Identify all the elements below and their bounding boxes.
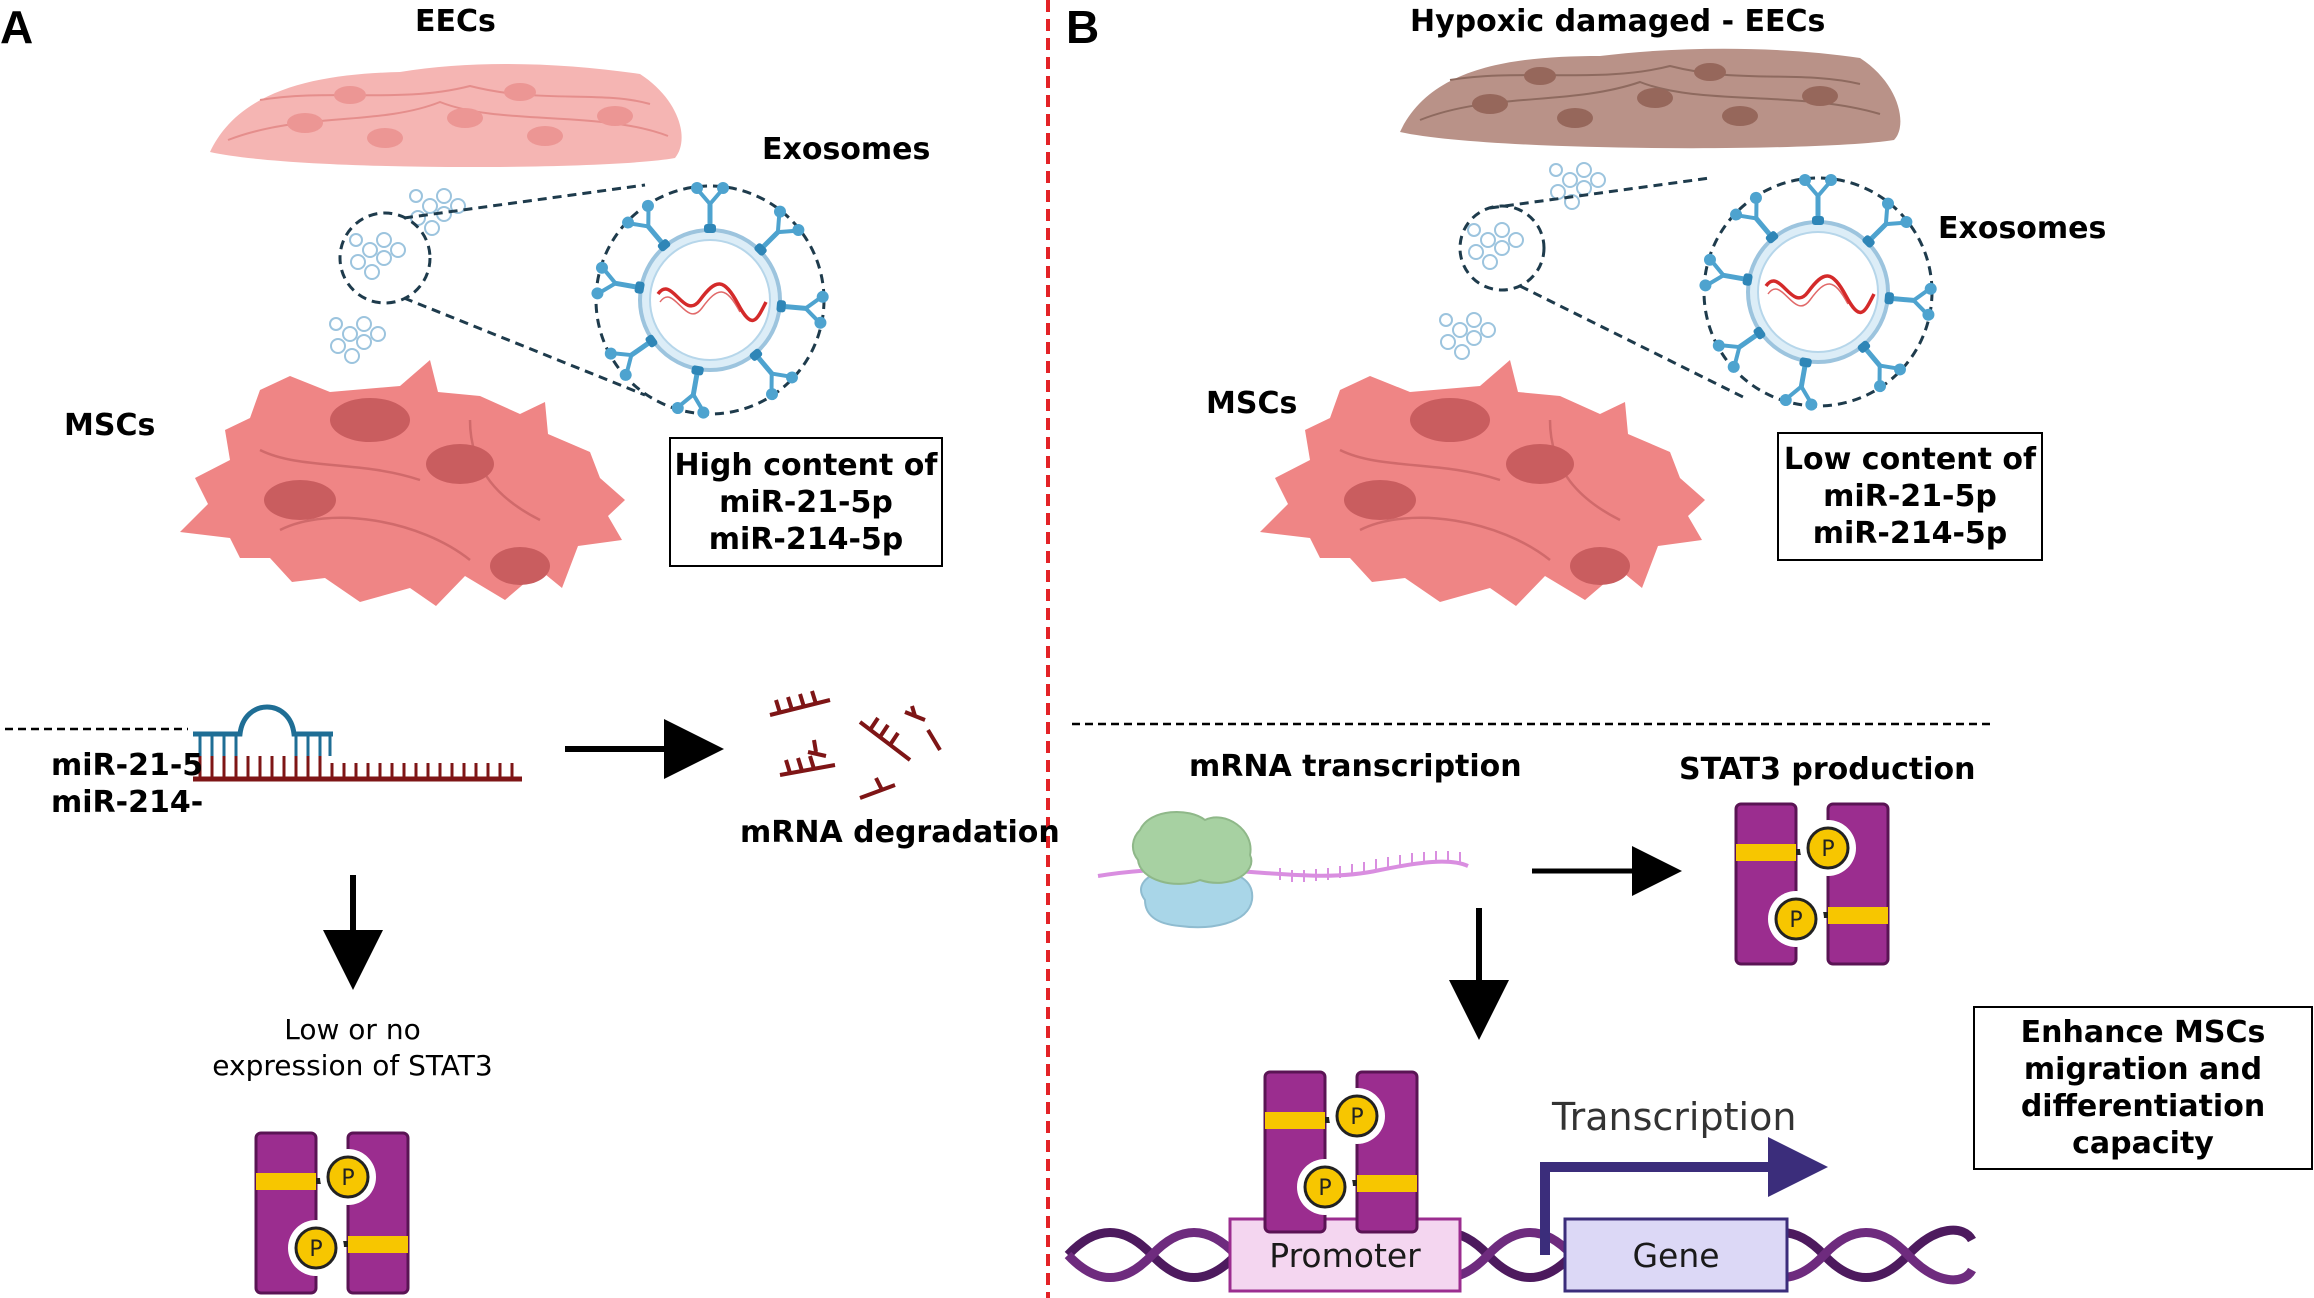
phospho-label: P: [309, 1237, 322, 1262]
low-content-box: Low content of miR-21-5p miR-214-5p: [1777, 432, 2043, 561]
eec-label-a: EECs: [415, 4, 496, 39]
content-line: High content of: [674, 447, 938, 483]
mscs-label-b: MSCs: [1206, 386, 1298, 421]
exosome-source-circle: [338, 211, 432, 305]
exosome-zoom: [590, 182, 829, 420]
mscs-label-a: MSCs: [64, 408, 156, 443]
outcome-line: differentiation: [2020, 1089, 2266, 1124]
gene-region: [1563, 1217, 1789, 1293]
gene-label: Gene: [1632, 1235, 1720, 1275]
high-content-box: High content of miR-21-5p miR-214-5p: [669, 437, 943, 567]
mirna-label: miR-214-: [51, 785, 204, 820]
phospho-label: P: [341, 1166, 354, 1191]
degraded-mrna-fragments: [769, 690, 942, 800]
degradation-label: mRNA degradation: [740, 815, 1060, 850]
msc-cluster: [1260, 360, 1705, 606]
exosomes-label-b: Exosomes: [1938, 211, 2107, 246]
content-line: Low content of: [1783, 442, 2037, 477]
msc-cluster: [180, 360, 625, 606]
text-line: Low or no: [284, 1013, 421, 1046]
exosome-cluster: [1549, 162, 1606, 210]
ribosome-mrna: [1097, 811, 1469, 929]
promoter-label: Promoter: [1269, 1235, 1421, 1275]
stat3-dimer-produced: [1736, 804, 1888, 964]
outcome-line: capacity: [2072, 1126, 2214, 1161]
exosome-source-circle: [1458, 204, 1546, 292]
phospho-label: P: [1350, 1105, 1363, 1130]
healthy-eec-sheet: [210, 63, 682, 168]
content-line: miR-214-5p: [708, 521, 904, 557]
exosome-cluster: [1439, 312, 1496, 360]
exosome-cluster: [329, 316, 386, 364]
content-line: miR-214-5p: [1812, 516, 2008, 551]
content-line: miR-21-5p: [719, 484, 893, 520]
panel-b-letter: B: [1066, 1, 1100, 53]
mrna-transcription-label: mRNA transcription: [1189, 749, 1522, 784]
outcome-line: migration and: [2023, 1052, 2263, 1087]
outcome-box: Enhance MSCs migration and differentiati…: [1973, 1006, 2313, 1170]
stat3-production-label: STAT3 production: [1679, 752, 1976, 787]
phospho-label: P: [1789, 908, 1802, 933]
exosomes-label-a: Exosomes: [762, 132, 931, 167]
mirna-mrna-duplex: [193, 704, 522, 782]
stat3-dimer-low: [256, 1133, 408, 1293]
low-expression-text: Low or no expression of STAT3: [180, 1012, 525, 1084]
phospho-label: P: [1821, 837, 1834, 862]
phospho-label: P: [1318, 1176, 1331, 1201]
dna-helix: [1064, 1225, 1976, 1285]
mirna-label: miR-21-5: [51, 748, 204, 783]
content-line: miR-21-5p: [1823, 479, 1997, 514]
text-line: expression of STAT3: [212, 1049, 493, 1082]
outcome-line: Enhance MSCs: [2020, 1015, 2266, 1050]
eec-label-b: Hypoxic damaged - EECs: [1410, 4, 1826, 39]
stat3-dimer-bound: [1265, 1072, 1417, 1232]
exosome-zoom: [1698, 174, 1937, 412]
transcription-arrow: [1540, 1137, 1828, 1255]
damaged-eec-sheet: [1400, 48, 1901, 149]
panel-a-letter: A: [0, 1, 34, 53]
transcription-arrow-label: Transcription: [1552, 1095, 1797, 1139]
